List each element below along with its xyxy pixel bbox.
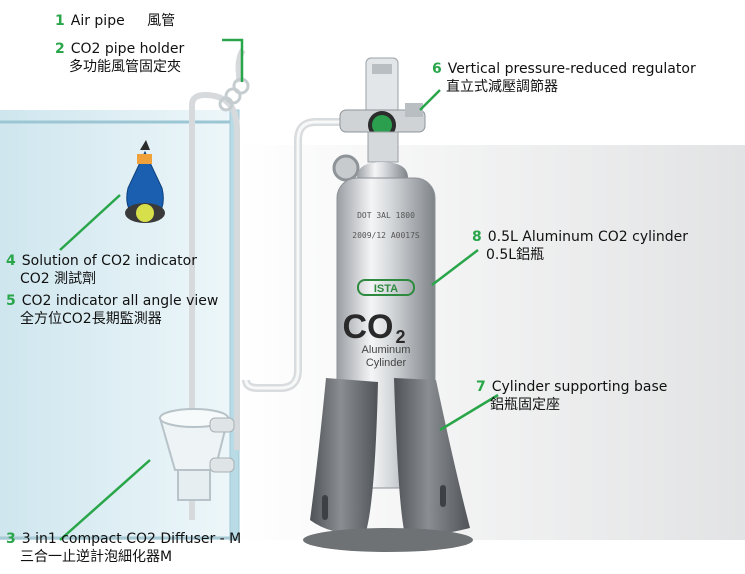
callout-7: 7 Cylinder supporting base 鋁瓶固定座 <box>476 378 667 414</box>
callout-en: Air pipe <box>70 13 125 29</box>
co2-diffuser-icon <box>158 408 235 501</box>
callout-en: CO2 indicator all angle view <box>21 293 219 309</box>
callout-zh: 鋁瓶固定座 <box>490 397 560 413</box>
callout-3: 3 3 in1 compact CO2 Diffuser - M 三合一止逆計泡細… <box>6 530 241 566</box>
callout-zh: 直立式減壓調節器 <box>446 79 558 95</box>
cylinder-stamp-2: 2009/12 A0017S <box>352 231 420 240</box>
callout-number: 7 <box>476 379 486 395</box>
callout-5: 5 CO2 indicator all angle view 全方位CO2長期監測… <box>6 292 218 328</box>
callout-zh: 全方位CO2長期監測器 <box>20 311 162 327</box>
cylinder-line-1: Aluminum <box>362 344 411 356</box>
callout-zh: CO2 測試劑 <box>20 271 97 287</box>
callout-en: 0.5L Aluminum CO2 cylinder <box>487 229 689 245</box>
callout-number: 1 <box>55 13 65 29</box>
callout-6: 6 Vertical pressure-reduced regulator 直立式… <box>432 60 696 96</box>
cylinder-base <box>303 378 473 552</box>
callout-en: 3 in1 compact CO2 Diffuser - M <box>21 531 242 547</box>
callout-zh: 風管 <box>147 13 176 29</box>
callout-1: 1 Air pipe 風管 <box>55 12 175 30</box>
callout-number: 3 <box>6 531 16 547</box>
callout-zh: 多功能風管固定夾 <box>69 59 181 75</box>
callout-2: 2 CO2 pipe holder 多功能風管固定夾 <box>55 40 184 76</box>
regulator-icon <box>332 57 426 182</box>
cylinder-line-2: Cylinder <box>366 357 407 369</box>
callout-zh: 三合一止逆計泡細化器M <box>20 549 173 565</box>
background-wall <box>235 145 745 540</box>
callout-8: 8 0.5L Aluminum CO2 cylinder 0.5L鋁瓶 <box>472 228 688 264</box>
callout-en: Solution of CO2 indicator <box>21 253 197 269</box>
callout-number: 5 <box>6 293 16 309</box>
cylinder-stamp-1: DOT 3AL 1800 <box>357 211 415 220</box>
callout-en: Cylinder supporting base <box>491 379 668 395</box>
callout-number: 6 <box>432 61 442 77</box>
callout-en: CO2 pipe holder <box>70 41 185 57</box>
callout-number: 2 <box>55 41 65 57</box>
callout-en: Vertical pressure-reduced regulator <box>447 61 696 77</box>
callout-4: 4 Solution of CO2 indicator CO2 測試劑 <box>6 252 197 288</box>
leader-lines <box>59 38 499 541</box>
callout-number: 4 <box>6 253 16 269</box>
callout-zh: 0.5L鋁瓶 <box>486 247 545 263</box>
cylinder-brand: ISTA <box>374 283 398 295</box>
co2-indicator-icon <box>125 140 165 223</box>
callout-number: 8 <box>472 229 482 245</box>
